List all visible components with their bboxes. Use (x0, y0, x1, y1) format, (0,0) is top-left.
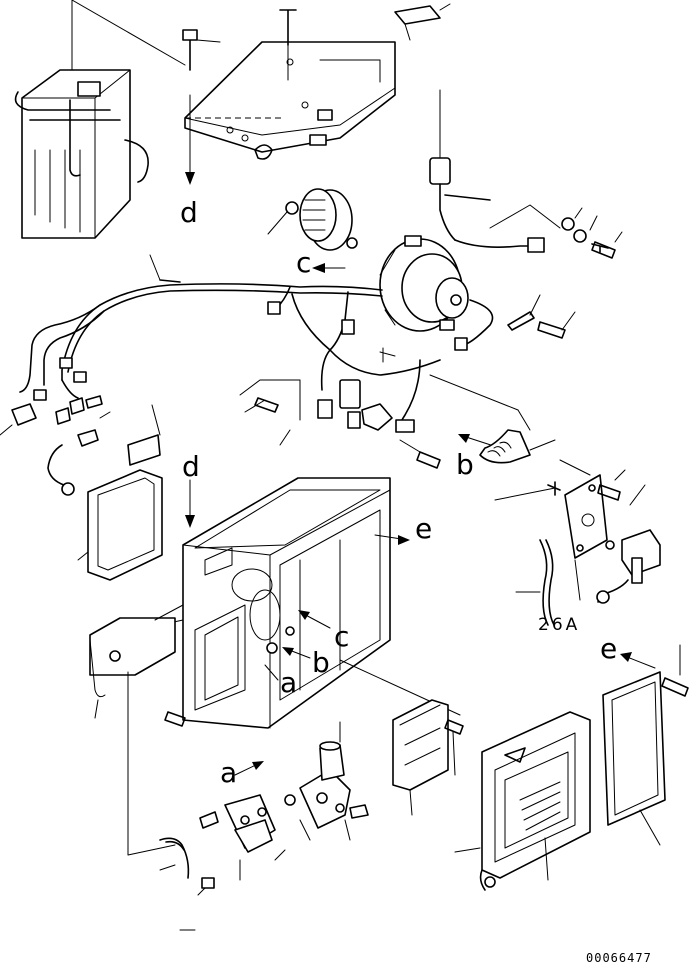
blower-motor (379, 235, 494, 351)
actuator-bracket (199, 721, 369, 881)
cover-plate (184, 41, 396, 160)
callout-b-right: b (456, 448, 474, 481)
guide-lines (127, 604, 184, 856)
evaporator-core (14, 0, 186, 239)
callout-d-top: d (180, 196, 198, 229)
clips-bottom-left (159, 837, 215, 931)
arrow-c-top: c (296, 246, 346, 279)
wire-harness (0, 254, 441, 436)
mid-bolt (399, 439, 441, 469)
heater-core (454, 711, 591, 891)
motor-clip-bolt (507, 294, 576, 339)
fan-wheel (267, 188, 358, 251)
duct-elbow (429, 374, 556, 464)
relays-mid (239, 347, 396, 446)
arrow-b-right: b (456, 434, 501, 481)
top-screws (182, 3, 451, 81)
callout-a-top: a (280, 666, 297, 699)
part-note-26a: 26A (538, 615, 580, 635)
arrow-e-right: e (600, 632, 689, 697)
callout-c-bottom: c (334, 620, 349, 653)
callout-d-mid: d (182, 450, 200, 483)
arrow-e-mid: e (374, 512, 432, 545)
drawing-number: 00066477 (586, 951, 652, 965)
arrow-a-bottom: a (220, 756, 264, 789)
water-valve: 26A (494, 459, 661, 635)
motor-wire-right (454, 204, 561, 253)
arrow-d-mid: d (182, 450, 200, 528)
washers-bolt (561, 207, 623, 259)
callout-e-right: e (600, 632, 617, 665)
main-case (159, 477, 391, 729)
connector-top (429, 89, 491, 241)
callout-c-top: c (296, 246, 311, 279)
side-panel-left (89, 617, 176, 719)
callout-e-mid: e (415, 512, 432, 545)
callout-b-bottom: b (312, 646, 330, 679)
sensors-left (47, 395, 111, 496)
arrows-case-bottom: c b a (264, 610, 461, 716)
filter-frame (77, 469, 163, 581)
arrow-d-top: d (180, 94, 198, 229)
cover-plate-right (602, 671, 666, 846)
sealing-pad (127, 404, 161, 466)
control-box (392, 699, 464, 816)
callout-a-bottom: a (220, 756, 237, 789)
